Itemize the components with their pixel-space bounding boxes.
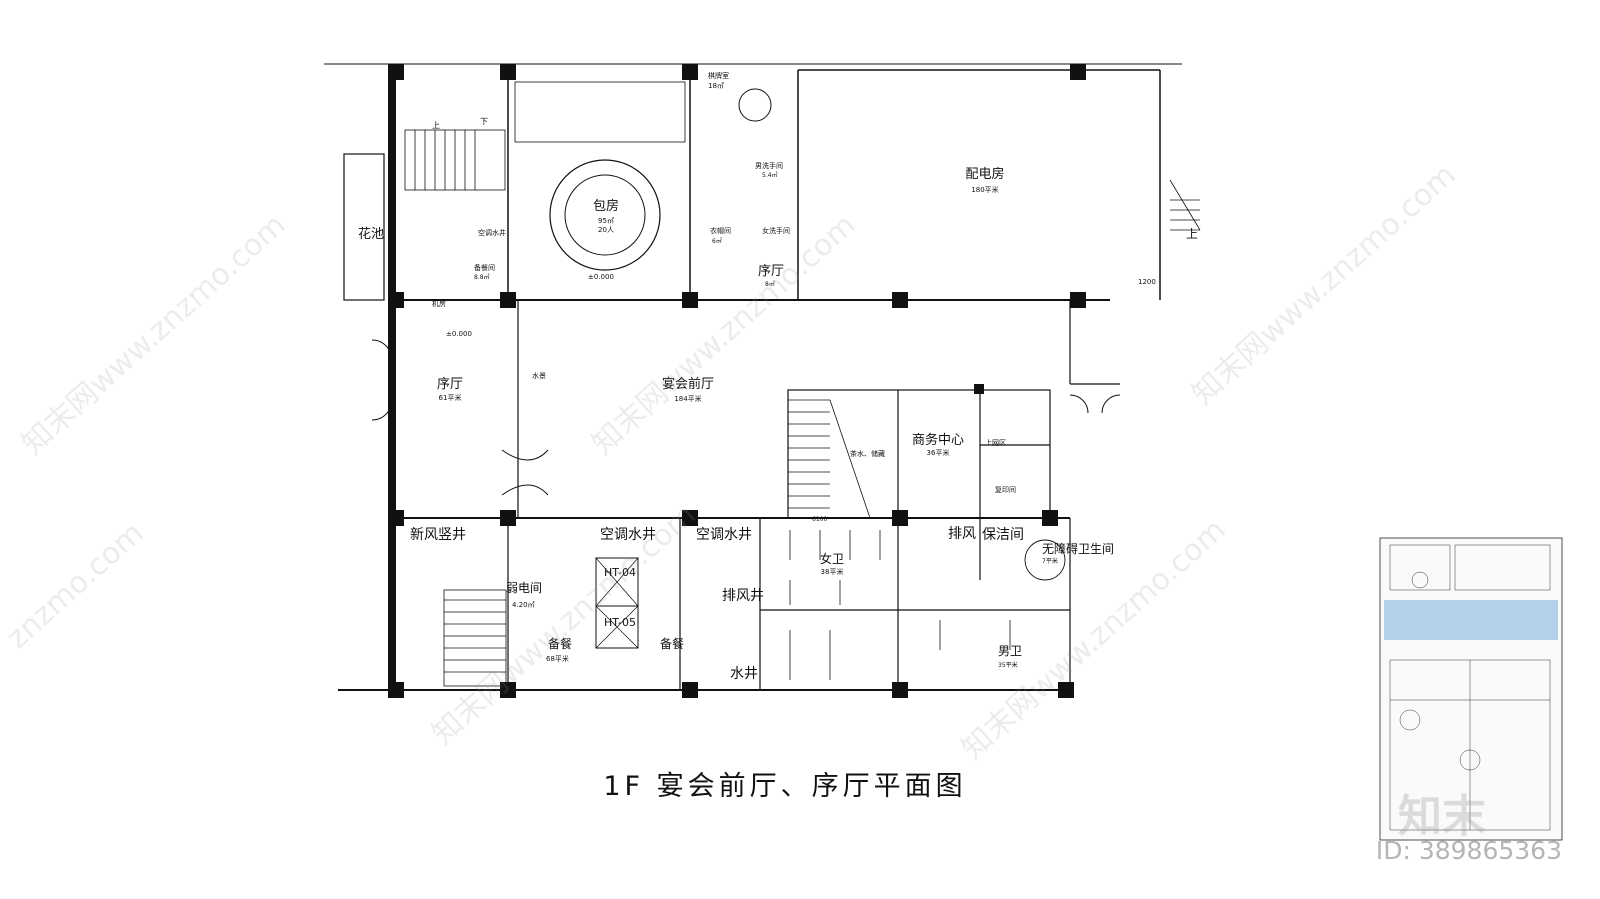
room-ac-water: 空调水井 [600,527,656,543]
room-male-wc: 男卫 [998,644,1022,658]
room-exhaust-shaft: 排风井 [722,588,764,604]
room-power: 配电房 [965,166,1004,182]
room-private-area: 95㎡ [598,217,614,225]
room-chess: 棋牌室 [708,71,729,80]
room-banquet-lobby-area: 184平米 [674,394,701,403]
room-machine: 机房 [432,299,446,308]
room-ac-water-top: 空调水井 [478,228,506,237]
room-power-area: 180平米 [971,185,998,194]
room-water-well: 水井 [730,666,758,682]
room-male-wc-small-area: 5.4㎡ [762,171,778,179]
image-id: ID: 389865363 [1375,836,1562,865]
stairs-up-right-label: 上 [1186,227,1198,241]
room-water-feature: 水景 [532,371,546,380]
plan-caption: 1F 宴会前厅、序厅平面图 [603,771,967,802]
room-chess-area: 18㎡ [708,82,724,90]
room-accessible-wc: 无障碍卫生间 [1042,541,1114,556]
room-weak-current-area: 4.20㎡ [512,601,535,609]
room-ac-water-2: 空调水井 [696,527,752,543]
elevator-ht04: HT-04 [604,566,636,579]
room-banquet-lobby: 宴会前厅 [662,376,714,392]
room-male-wc-area: 35平米 [998,661,1018,669]
room-private-seats: 20人 [598,226,614,234]
elevation-top: ±0.000 [588,273,614,281]
dim-6100: 6100 [812,516,827,523]
dim-1200: 1200 [1138,278,1156,286]
room-cleaning: 保洁间 [982,527,1024,543]
room-weak-current: 弱电间 [506,581,542,595]
minimap-highlight [1384,600,1558,640]
room-cloak: 衣帽间 [710,226,731,235]
brand-mark: 知末 [1398,791,1486,842]
room-serving-2: 备餐 [660,636,684,651]
room-accessible-wc-area: 7平米 [1042,557,1058,565]
room-female-wc: 女卫 [820,551,844,566]
room-vestibule: 序厅 [437,377,463,392]
room-fresh-air: 新风竖井 [410,527,466,543]
room-female-wc-area: 38平米 [821,567,844,576]
room-prep: 备餐间 [474,263,495,272]
room-business-center: 商务中心 [912,432,964,448]
room-male-wc-small: 男洗手间 [755,161,783,170]
room-private: 包房 [593,198,619,214]
room-flower-pool: 花池 [358,226,384,242]
room-vestibule-area: 61平米 [439,393,462,402]
room-business-center-area: 36平米 [927,448,950,457]
room-tea-storage: 茶水、储藏 [850,449,885,458]
elevation-left: ±0.000 [446,330,472,338]
stairs-up-label: 上 [432,121,440,130]
room-serving-1: 备餐 [548,636,572,651]
room-female-wc-small: 女洗手间 [762,226,790,235]
room-vestibule-small: 序厅 [758,264,784,279]
room-vestibule-small-area: 8㎡ [765,280,775,288]
room-prep-area: 8.8㎡ [474,273,490,281]
minimap [1379,537,1563,841]
room-serving-1-area: 68平米 [546,654,569,663]
room-exhaust: 排风 [948,526,976,542]
stairs-down-label: 下 [480,117,488,126]
room-internet: 上网区 [985,438,1006,447]
elevator-ht05: HT-05 [604,616,636,629]
room-copy: 复印间 [995,485,1016,494]
room-cloak-area: 6㎡ [712,237,722,245]
